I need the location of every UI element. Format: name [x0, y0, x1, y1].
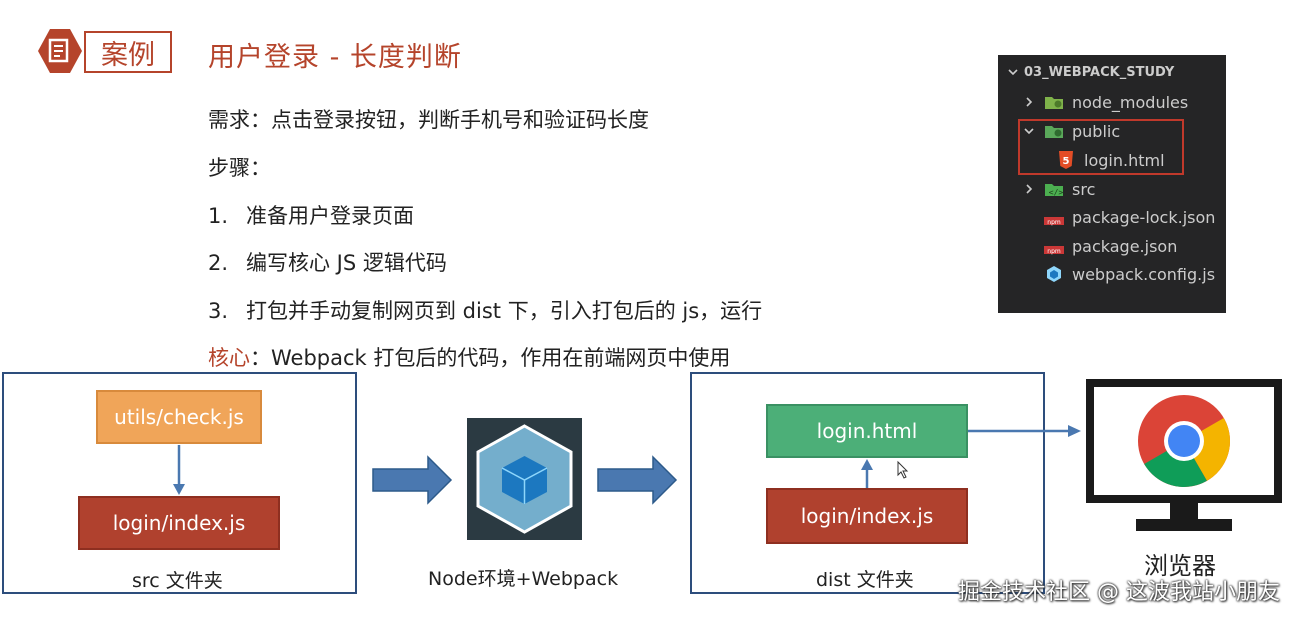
step-text: 编写核心 JS 逻辑代码 — [246, 251, 447, 275]
public-folder-icon — [1044, 123, 1064, 143]
chevron-right-icon — [1022, 95, 1036, 109]
step-text: 准备用户登录页面 — [246, 204, 414, 228]
requirement-text: 需求：点击登录按钮，判断手机号和验证码长度 — [208, 108, 649, 132]
core-line: 核心：Webpack 打包后的代码，作用在前端网页中使用 — [208, 342, 730, 372]
chevron-down-icon — [1022, 124, 1036, 138]
page-title: 用户登录 - 长度判断 — [208, 42, 462, 73]
explorer-root-label: 03_WEBPACK_STUDY — [1024, 64, 1175, 80]
file-explorer: 03_WEBPACK_STUDY node_modules public 5 l… — [998, 55, 1226, 313]
tree-item-label: node_modules — [1072, 92, 1189, 112]
chevron-down-icon — [1006, 65, 1020, 79]
core-text: ：Webpack 打包后的代码，作用在前端网页中使用 — [250, 346, 731, 370]
step-item: 3. 打包并手动复制网页到 dist 下，引入打包后的 js，运行 — [208, 295, 762, 325]
browser-monitor-icon — [1086, 379, 1282, 539]
steps-heading: 步骤： — [208, 156, 271, 180]
browser-caption: 浏览器 — [1144, 552, 1216, 580]
html5-file-icon: 5 — [1058, 151, 1074, 173]
step-number: 2. — [208, 251, 229, 275]
svg-text:npm: npm — [1047, 248, 1061, 255]
dist-folder-caption: dist 文件夹 — [816, 569, 914, 591]
svg-text:5: 5 — [1063, 156, 1070, 167]
dist-index-js-block: login/index.js — [766, 488, 968, 544]
watermark: 掘金技术社区 @ 这波我站小朋友 — [958, 580, 1280, 605]
node-modules-folder-icon — [1044, 94, 1064, 114]
core-label: 核心 — [208, 346, 250, 370]
npm-file-icon: npm — [1044, 241, 1064, 260]
step-number: 3. — [208, 299, 229, 323]
tree-item-label: package.json — [1072, 236, 1178, 256]
step-item: 1. 准备用户登录页面 — [208, 200, 414, 230]
webpack-caption: Node环境+Webpack — [428, 568, 619, 590]
tree-item-label: package-lock.json — [1072, 207, 1216, 227]
webpack-file-icon — [1046, 265, 1062, 287]
chevron-right-icon — [1022, 182, 1036, 196]
step-item: 2. 编写核心 JS 逻辑代码 — [208, 247, 447, 277]
tree-item-label: src — [1072, 179, 1096, 199]
case-badge-icon — [36, 27, 92, 75]
step-text: 打包并手动复制网页到 dist 下，引入打包后的 js，运行 — [246, 299, 763, 323]
src-folder-caption: src 文件夹 — [132, 570, 223, 592]
highlight-box — [1018, 119, 1184, 175]
tree-item-label: login.html — [1084, 150, 1165, 170]
case-badge-label: 案例 — [84, 31, 172, 73]
src-index-js-block: login/index.js — [78, 496, 280, 550]
svg-text:</>: </> — [1049, 188, 1064, 197]
check-js-block: utils/check.js — [96, 390, 262, 444]
dist-login-html-block: login.html — [766, 404, 968, 458]
webpack-logo-icon — [467, 418, 582, 540]
step-number: 1. — [208, 204, 229, 228]
npm-file-icon: npm — [1044, 212, 1064, 231]
svg-text:npm: npm — [1047, 219, 1061, 226]
src-folder-icon: </> — [1044, 181, 1064, 201]
tree-item-label: public — [1072, 121, 1121, 141]
tree-item-label: webpack.config.js — [1072, 264, 1216, 284]
